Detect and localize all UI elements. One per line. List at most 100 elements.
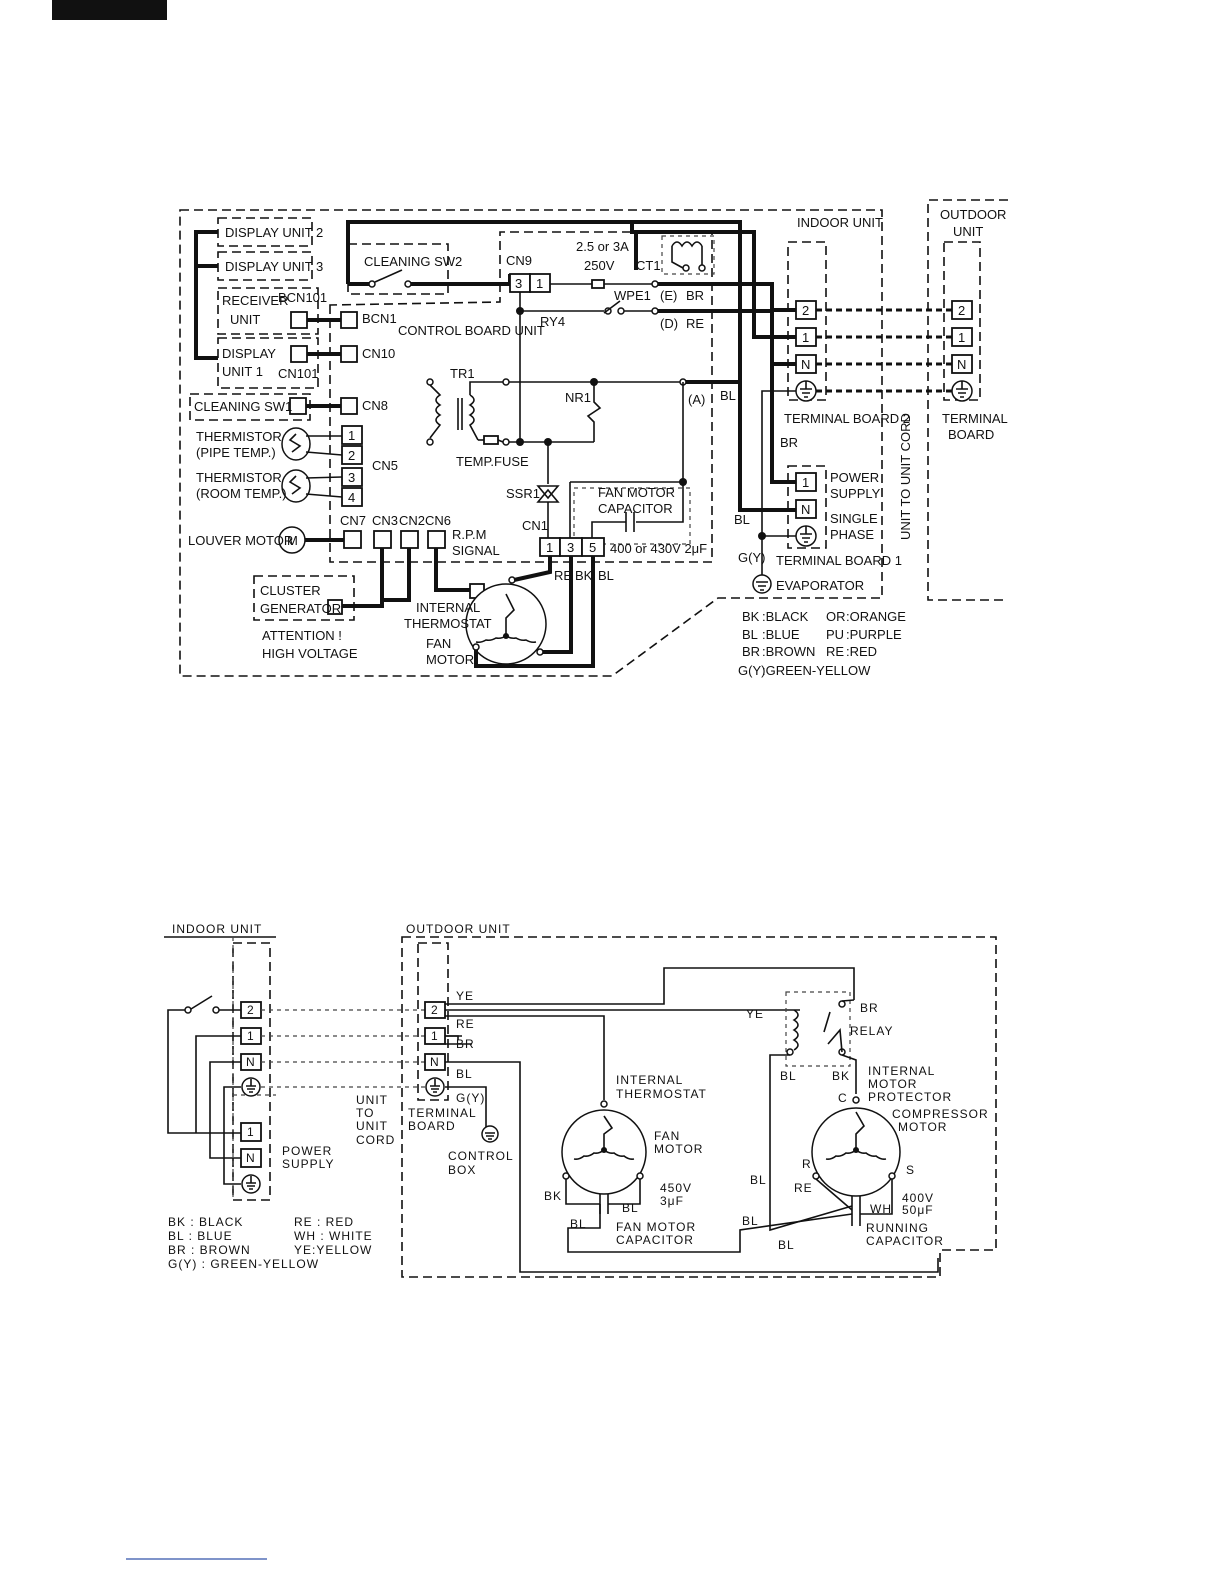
tr1-core <box>457 398 463 430</box>
legend2-3a: G(Y) : GREEN-YELLOW <box>168 1257 319 1271</box>
display-unit-1-box <box>217 337 319 389</box>
tr1-term-b <box>426 438 434 446</box>
legend1-k0: BK <box>742 609 760 624</box>
tb1-ground-symbol <box>800 526 812 543</box>
out-term-ground <box>425 1077 445 1097</box>
relay-br <box>841 999 855 1002</box>
in-wire-n <box>209 1061 241 1159</box>
label-e: (E) <box>660 288 677 303</box>
legend1-k0b: OR <box>826 609 846 624</box>
label-thermistor-room-1: THERMISTOR <box>196 470 282 485</box>
label-tb1: TERMINAL BOARD 1 <box>776 553 902 568</box>
ry4-blade <box>603 300 621 314</box>
label-thermistor-pipe-2: (PIPE TEMP.) <box>196 445 276 460</box>
label2-in-2: 2 <box>247 1003 255 1017</box>
label-tb2-2: 2 <box>802 303 809 318</box>
legend1-v3: :GREEN-YELLOW <box>762 663 871 678</box>
indoor-divider <box>232 937 276 1200</box>
label-cn10: CN10 <box>362 346 395 361</box>
cluster-wires <box>342 548 411 608</box>
cn101-connector <box>290 345 308 363</box>
label2-tb-2: BOARD <box>408 1119 456 1133</box>
label2-w-gy: G(Y) <box>456 1091 485 1105</box>
label-cn1: CN1 <box>522 518 548 533</box>
fan-motor-right-term <box>536 648 544 656</box>
thermistor-pipe-zigzag <box>288 433 302 453</box>
label-wire-bk: BK <box>575 568 593 583</box>
label-tb1-1: 1 <box>802 475 809 490</box>
fan-motor-left-term <box>472 643 480 651</box>
label-ry4: RY4 <box>540 314 565 329</box>
label-int-thermo-2: THERMOSTAT <box>404 616 492 631</box>
label-cn5-pin4: 4 <box>348 490 355 505</box>
fan-motor-2-center <box>601 1147 607 1153</box>
wire-bl-to-tb1 <box>738 382 796 512</box>
label-fan-motor-1: FAN <box>426 636 451 651</box>
label-br-mid: BR <box>780 435 798 450</box>
label-d: (D) <box>660 316 678 331</box>
label-fuse-rating-2: 250V <box>584 258 615 273</box>
legend2-1a: BL : BLUE <box>168 1229 233 1243</box>
label2-c: C <box>838 1091 848 1105</box>
out-wire-br <box>445 1035 472 1045</box>
label-receiver-1: RECEIVER <box>222 293 288 308</box>
evaporator-ground-symbol <box>756 581 768 591</box>
tb1-boundary <box>787 465 827 549</box>
bcn1-connector <box>340 311 358 329</box>
sw2-to-cn9 <box>411 274 512 286</box>
out-tb-term-n <box>951 354 973 374</box>
in-term-ground <box>241 1077 261 1097</box>
fan-wire-bl <box>474 556 595 668</box>
compressor-r-term <box>812 1172 820 1180</box>
cn6-connector <box>427 530 446 549</box>
label-tb2: TERMINAL BOARD 2 <box>784 411 910 426</box>
wire-br-to-tb2 <box>658 282 796 312</box>
cn7-connector <box>343 530 362 549</box>
label2-fan-cap-2: CAPACITOR <box>616 1233 694 1247</box>
label-cluster-1: CLUSTER <box>260 583 321 598</box>
legend1-v1: :BLUE <box>762 627 800 642</box>
label-ssr1: SSR1 <box>506 486 540 501</box>
cn9-pin1 <box>529 273 551 293</box>
thermistor-room-zigzag <box>288 475 302 495</box>
label-cluster-2: GENERATOR <box>260 601 341 616</box>
sw2-contact-a <box>368 280 376 288</box>
indoor-terminal-boundary <box>232 942 271 1201</box>
label2-w-br: BR <box>456 1037 475 1051</box>
outdoor-boundary <box>401 936 997 1278</box>
in-sw-contact-a <box>212 1006 220 1014</box>
label-out-tb-1: TERMINAL <box>942 411 1008 426</box>
label-tb1-n: N <box>801 502 810 517</box>
out-wire-re <box>445 1015 605 1100</box>
label2-cord-1: UNIT <box>356 1093 388 1107</box>
legend2-2a: BR : BROWN <box>168 1243 251 1257</box>
ct1-box <box>661 235 715 275</box>
label2-bl-fan2: BL <box>570 1217 587 1231</box>
label-out-1: 1 <box>958 330 965 345</box>
label-cn1-pin1: 1 <box>546 540 553 555</box>
label2-fan-1: FAN <box>654 1129 680 1143</box>
relay-contact-br <box>838 1000 846 1008</box>
label-receiver-2: UNIT <box>230 312 260 327</box>
label-fuse-rating-1: 2.5 or 3A <box>576 239 629 254</box>
label2-power-1: POWER <box>282 1144 332 1158</box>
label-cn6: CN6 <box>425 513 451 528</box>
compressor-s-term <box>888 1172 896 1180</box>
label-single-phase-2: PHASE <box>830 527 874 542</box>
label-fan-cap-value: 400 or 430V 2μF <box>610 541 707 556</box>
fuse <box>591 279 605 289</box>
cleaning-sw2-box <box>347 243 449 295</box>
compressor-center <box>853 1147 859 1153</box>
ct1-term-b <box>698 264 706 272</box>
relay-coil-bl <box>786 1048 794 1056</box>
run-cap-re <box>815 1178 853 1211</box>
cn3-connector <box>373 530 392 549</box>
out-wire-bl-long <box>445 1061 939 1273</box>
fan-cap-2-plates <box>599 1194 609 1214</box>
ct1-coil <box>671 241 703 248</box>
label-tb2-1: 1 <box>802 330 809 345</box>
run-cap-plates <box>851 1196 861 1226</box>
sw2-blade <box>374 269 403 283</box>
label2-comp-1: COMPRESSOR <box>892 1107 989 1121</box>
